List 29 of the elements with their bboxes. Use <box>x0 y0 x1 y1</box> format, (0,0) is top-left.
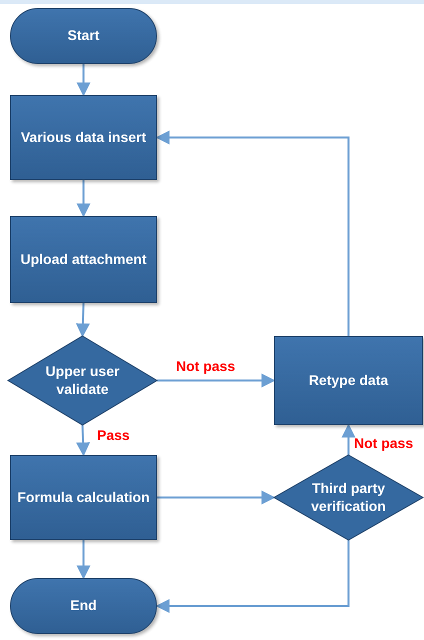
node-label: Start <box>68 27 100 45</box>
arrow <box>157 490 276 504</box>
arrow <box>76 180 90 218</box>
node-label: Formula calculation <box>17 488 150 506</box>
process-box <box>10 455 157 540</box>
arrow <box>76 64 90 96</box>
arrow <box>157 374 276 388</box>
edge-label: Pass <box>97 427 130 443</box>
node-label: Retype data <box>308 372 388 390</box>
arrow <box>76 540 90 580</box>
process-box <box>10 95 157 180</box>
arrow <box>156 540 350 613</box>
arrow <box>76 302 90 338</box>
edge-label: Not pass <box>354 435 414 451</box>
node-label: End <box>70 597 97 615</box>
arrow <box>342 424 356 455</box>
edge-label: Not pass <box>176 358 236 374</box>
process-box <box>274 336 423 425</box>
arrow <box>156 130 350 336</box>
terminal-shape <box>10 578 157 634</box>
node-label: Various data insert <box>20 128 146 146</box>
terminal-shape <box>10 8 157 64</box>
node-label: Third party verification <box>310 480 387 515</box>
process-box <box>10 216 157 303</box>
node-label: Upload attachment <box>20 250 146 268</box>
arrow <box>76 424 90 456</box>
node-label: Upper user validate <box>44 363 120 398</box>
decision-diamond <box>8 336 157 425</box>
decision-diamond <box>274 455 423 540</box>
